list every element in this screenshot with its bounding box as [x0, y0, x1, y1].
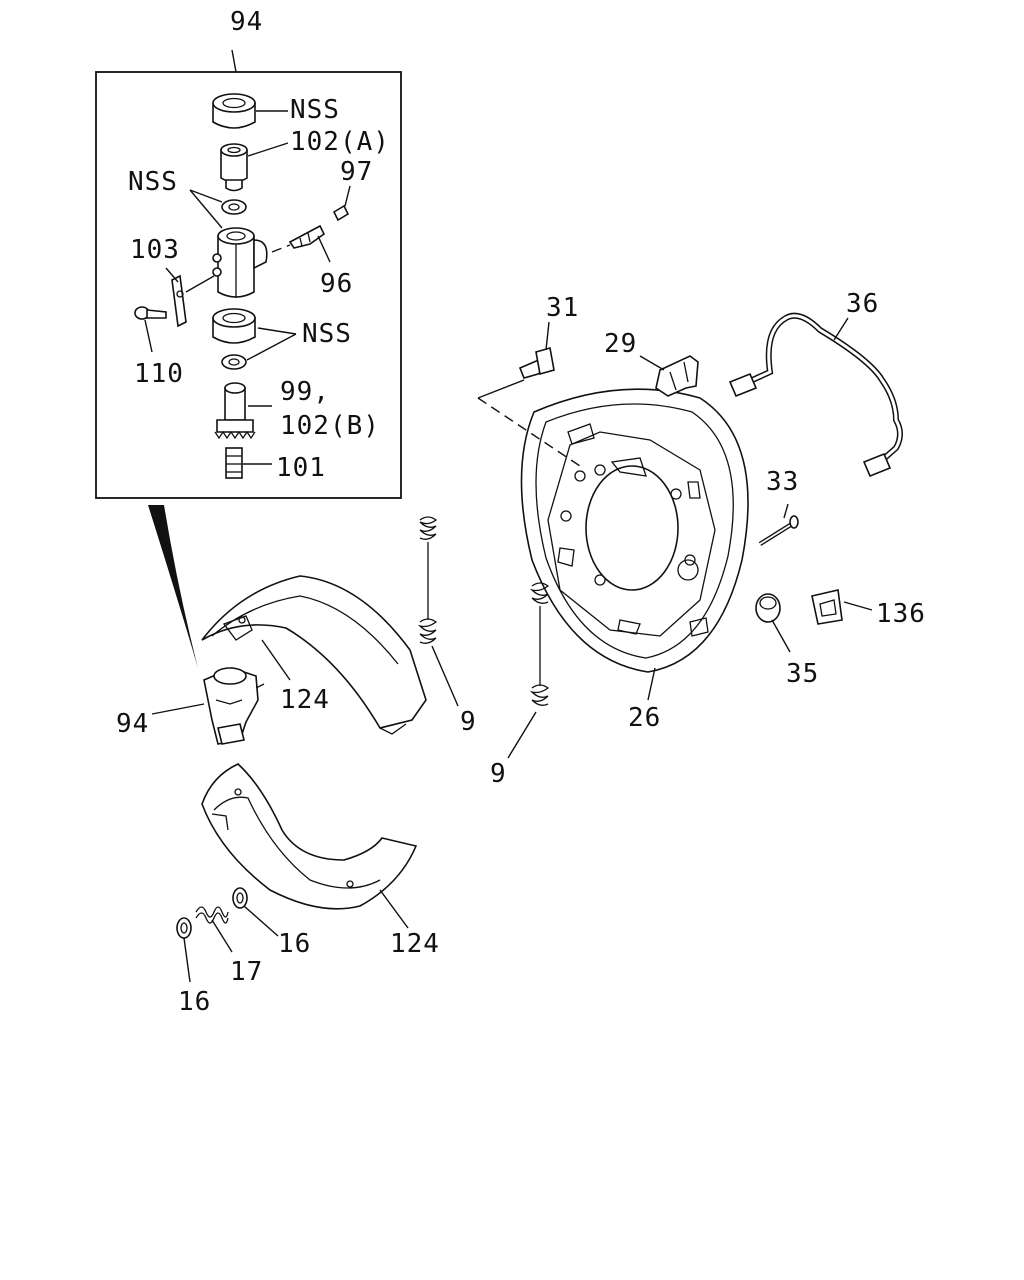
spring-plate [171, 274, 187, 328]
callout-35: 35 [786, 659, 819, 689]
callout-17: 17 [230, 957, 263, 987]
wheel-cylinder-assembled [203, 667, 265, 745]
callout-16-left: 16 [178, 987, 211, 1017]
bleeder-cap [332, 204, 350, 222]
callout-102a: 102(A) [290, 127, 390, 157]
brake-shoe-lower [201, 763, 418, 910]
seal-ring-2 [221, 354, 247, 370]
return-spring-lower [529, 582, 550, 706]
adjuster-screw [225, 447, 243, 479]
callout-26: 26 [628, 703, 661, 733]
callout-136: 136 [876, 599, 926, 629]
inset-pointer [148, 505, 198, 668]
adjuster-piston [214, 382, 256, 440]
callout-101: 101 [276, 453, 326, 483]
return-spring-upper [417, 516, 438, 644]
wheel-cylinder-inset [95, 49, 402, 499]
mounting-screw [134, 306, 167, 320]
rubber-plug [755, 593, 781, 623]
callout-nss-3: NSS [302, 319, 352, 349]
hose-bracket [655, 355, 699, 397]
callout-36: 36 [846, 289, 879, 319]
callout-31: 31 [546, 293, 579, 323]
callout-96: 96 [320, 269, 353, 299]
inset-frame [95, 71, 402, 499]
washer-right [232, 887, 248, 909]
callout-97: 97 [340, 157, 373, 187]
backing-plate [520, 388, 749, 673]
piston-cup-top [212, 93, 256, 129]
callout-nss-2: NSS [128, 167, 178, 197]
callout-99: 99, [280, 377, 330, 407]
brake-shoe-upper [201, 575, 427, 735]
callout-124-lower: 124 [390, 929, 440, 959]
brake-pipe [728, 312, 903, 478]
callout-124-upper: 124 [280, 685, 330, 715]
piston-a [220, 143, 248, 192]
hold-down-spring [195, 906, 229, 924]
retaining-pin [758, 515, 799, 546]
callout-33: 33 [766, 467, 799, 497]
callout-110: 110 [134, 359, 184, 389]
washer-left [176, 917, 192, 939]
callout-16-right: 16 [278, 929, 311, 959]
callout-nss-1: NSS [290, 95, 340, 125]
callout-29: 29 [604, 329, 637, 359]
callout-103: 103 [130, 235, 180, 265]
seal-ring-1 [221, 199, 247, 215]
callout-102b: 102(B) [280, 411, 380, 441]
clip [811, 589, 843, 625]
piston-cup-bottom [212, 308, 256, 344]
callout-9-lower: 9 [490, 759, 507, 789]
bleeder-screw [288, 224, 326, 249]
cylinder-body [212, 227, 268, 298]
callout-94-top: 94 [230, 7, 263, 37]
callout-9-upper: 9 [460, 707, 477, 737]
callout-94-left: 94 [116, 709, 149, 739]
bleeder-bolt [518, 346, 555, 379]
